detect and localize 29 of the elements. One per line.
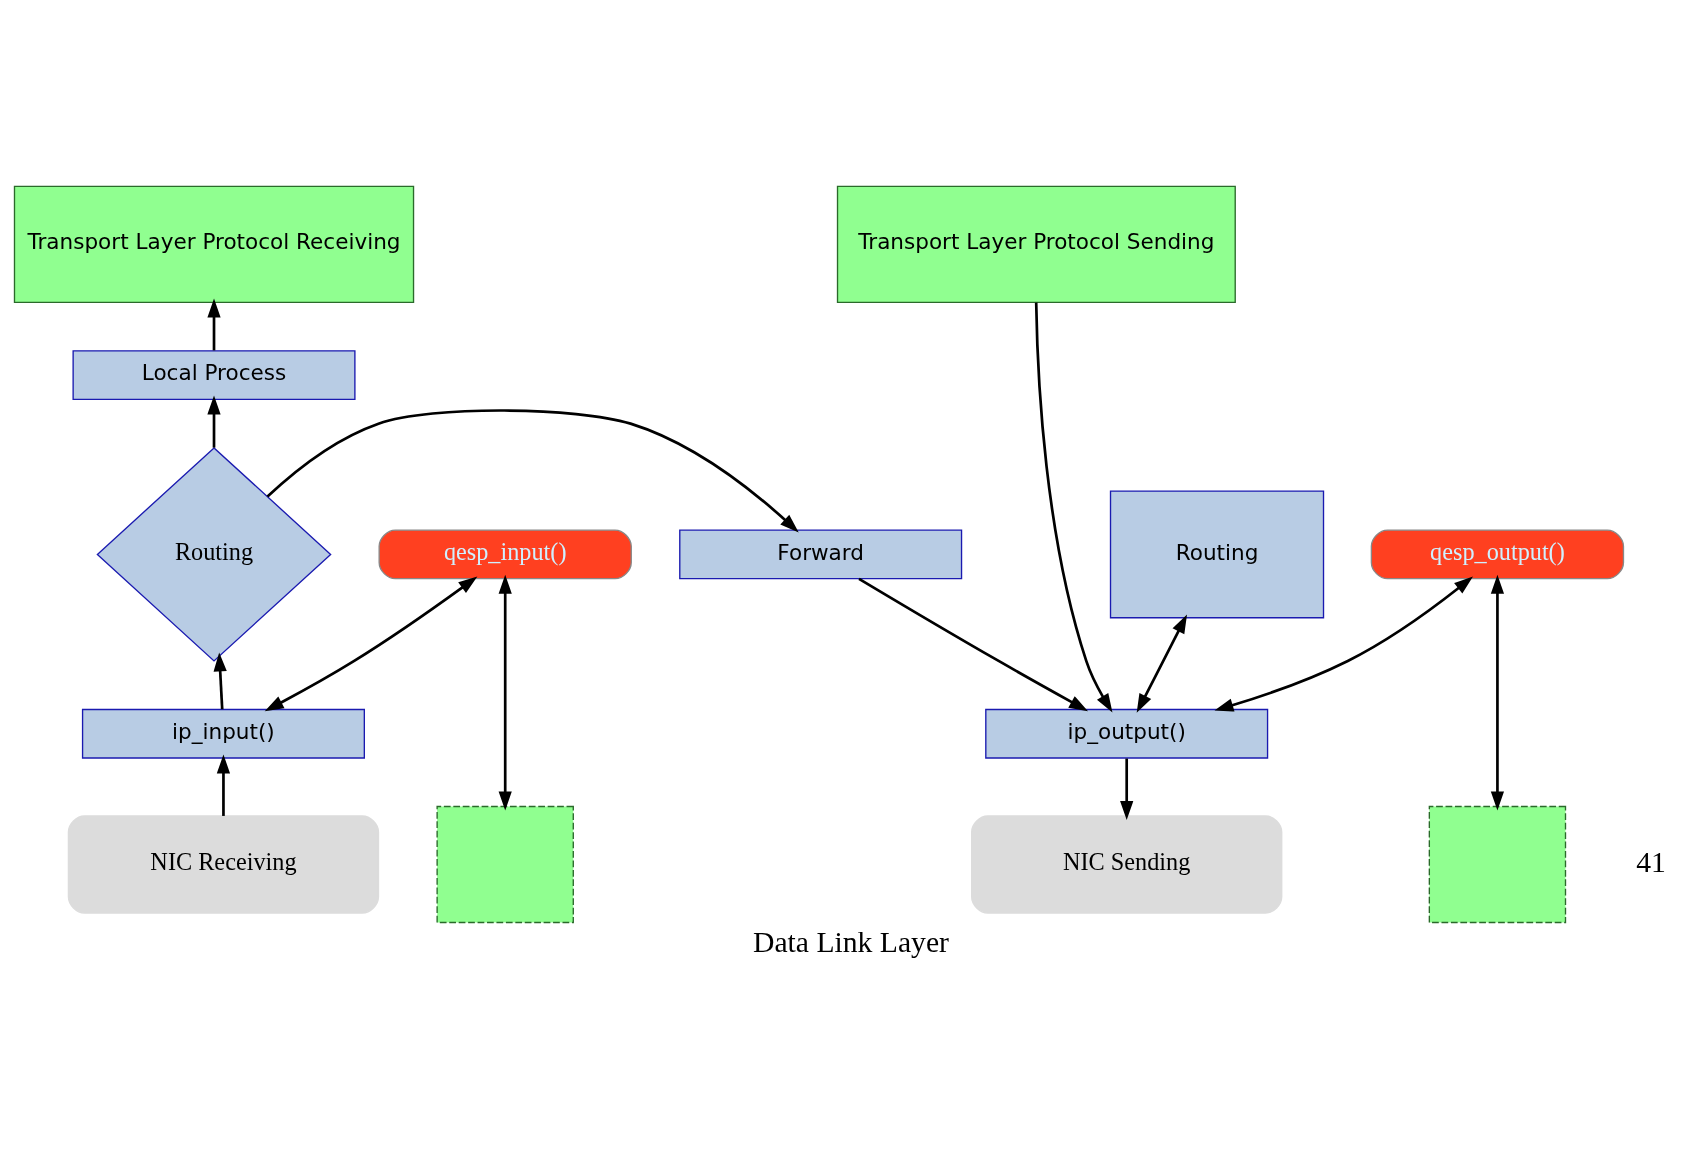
- arrow: [206, 298, 221, 351]
- arrow: [857, 577, 1088, 712]
- node-box: [435, 805, 574, 924]
- node-diamond: Routing: [95, 447, 332, 662]
- node-box: ip_output(): [984, 708, 1268, 759]
- node-box: NIC Sending: [970, 815, 1282, 914]
- node-box: NIC Receiving: [67, 815, 379, 914]
- arrow: [1119, 758, 1133, 821]
- node-box: qesp_input(): [378, 529, 632, 580]
- arrow: [1034, 302, 1112, 713]
- arrow: [498, 574, 512, 811]
- caption: Data Link Layer: [752, 925, 949, 958]
- node-box: ip_input(): [81, 708, 365, 759]
- arrow: [264, 576, 477, 712]
- arrow: [206, 395, 221, 448]
- arrow: [1490, 574, 1504, 811]
- arrow: [1136, 614, 1187, 713]
- arrow: [213, 652, 227, 710]
- arrow: [216, 754, 230, 816]
- node-box: Local Process: [71, 350, 356, 401]
- label: 41: [1635, 846, 1666, 879]
- node-box: qesp_output(): [1370, 529, 1624, 580]
- node-box: Transport Layer Protocol Sending: [836, 185, 1236, 303]
- node-box: [1428, 805, 1566, 924]
- node-box: Forward: [678, 529, 962, 580]
- arrow: [266, 409, 799, 533]
- node-box: Transport Layer Protocol Receiving: [13, 185, 414, 303]
- node-box: Routing: [1109, 490, 1324, 619]
- arrow: [1213, 576, 1473, 712]
